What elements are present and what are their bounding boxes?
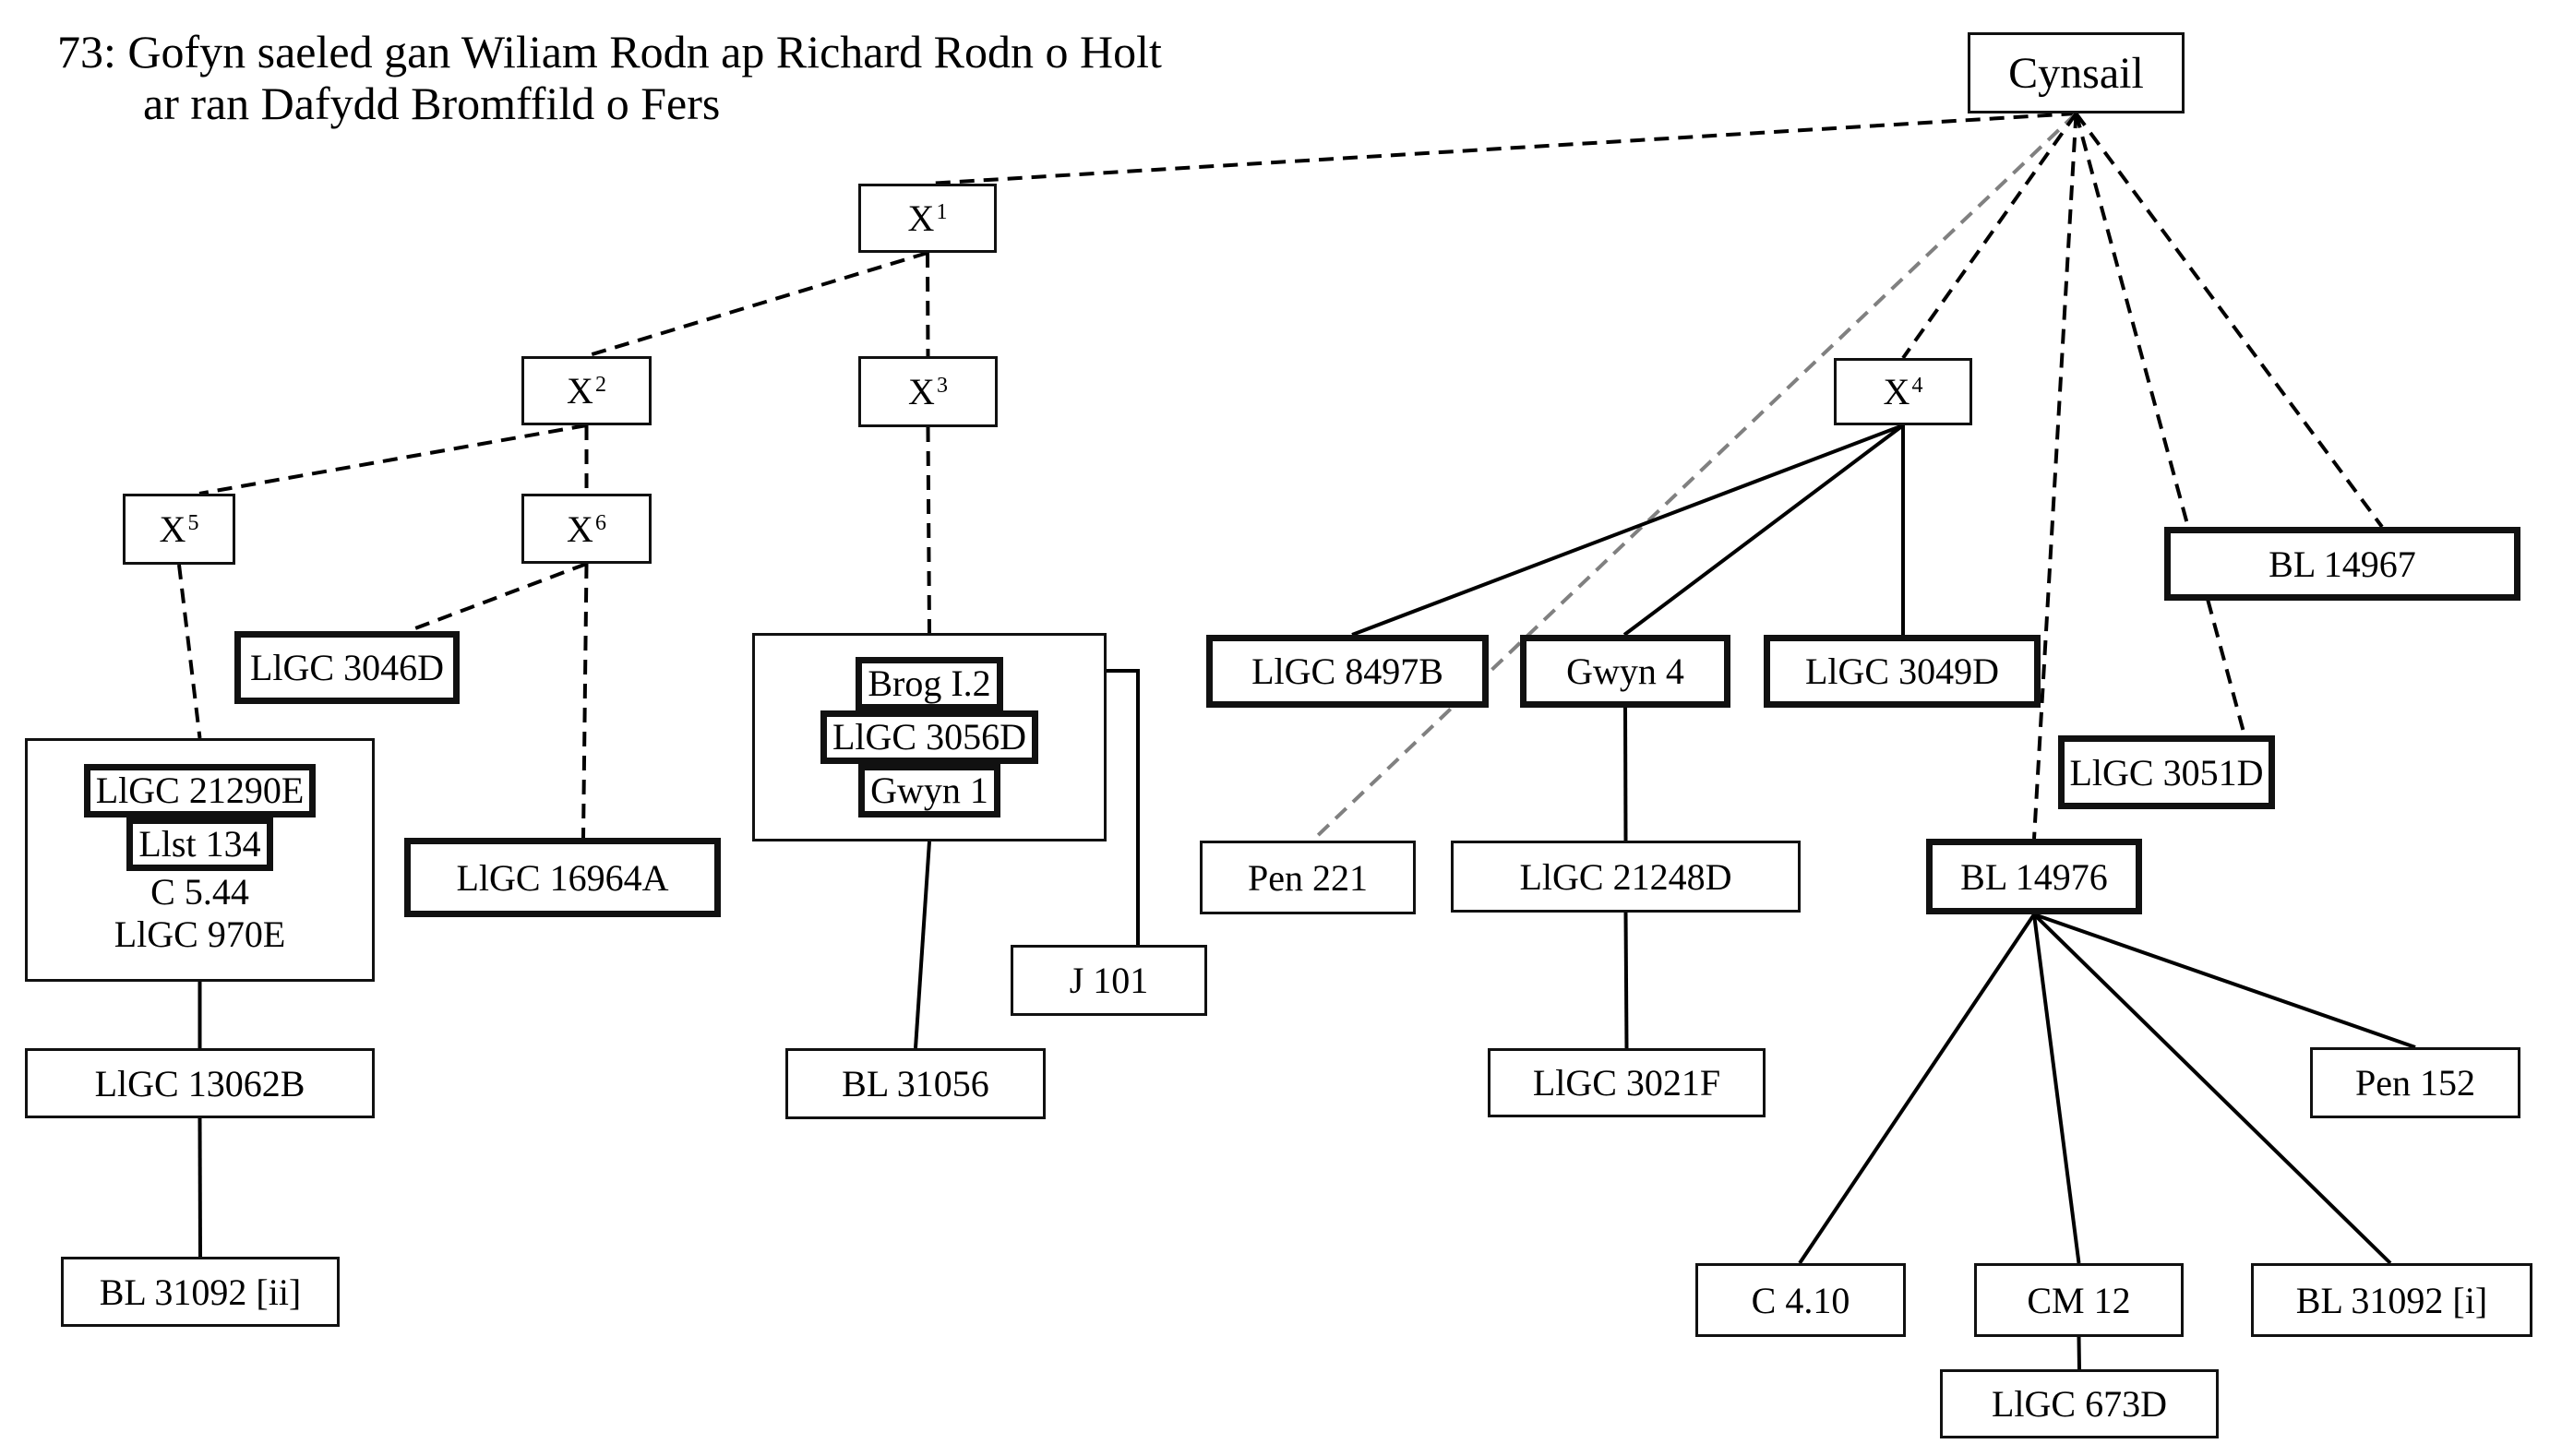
- node-superscript: 3: [936, 374, 948, 398]
- manuscript-label: C 5.44: [145, 871, 255, 913]
- node-label: BL 14967: [2269, 543, 2416, 585]
- node-pen152: Pen 152: [2310, 1047, 2520, 1118]
- node-label: Cynsail: [2008, 48, 2144, 98]
- node-bl14976: BL 14976: [1926, 839, 2142, 914]
- diagram-title-line-2: ar ran Dafydd Bromffild o Fers: [143, 78, 721, 129]
- node-label: LlGC 673D: [1992, 1383, 2167, 1425]
- manuscript-label: LlGC 970E: [108, 913, 292, 956]
- node-bl14967: BL 14967: [2164, 527, 2520, 601]
- node-superscript: 4: [1911, 374, 1923, 398]
- node-label: BL 31056: [842, 1063, 989, 1104]
- edge-cynsail-to-bl14976: [2032, 113, 2078, 840]
- node-llgc673d: LlGC 673D: [1940, 1369, 2219, 1438]
- node-label: X: [908, 371, 935, 412]
- node-label: X: [567, 370, 593, 412]
- manuscript-label: Llst 134: [126, 818, 273, 871]
- edge-x6-to-llgc16964a: [581, 563, 589, 839]
- manuscript-label: LlGC 21290E: [83, 764, 317, 818]
- node-cynsail: Cynsail: [1968, 32, 2185, 113]
- node-llgc3046d: LlGC 3046D: [234, 631, 460, 704]
- edge-cm12-to-llgc673d: [2077, 1336, 2081, 1370]
- node-label: X: [159, 508, 186, 550]
- node-bl31092ii: BL 31092 [ii]: [61, 1257, 340, 1327]
- node-pen221: Pen 221: [1200, 841, 1416, 914]
- node-label: Gwyn 4: [1566, 650, 1684, 692]
- node-superscript: 1: [936, 200, 948, 224]
- edge-group_x3-to-j101: [1107, 669, 1140, 945]
- edge-group_x3-to-bl31056: [914, 841, 931, 1049]
- node-llgc8497b: LlGC 8497B: [1206, 635, 1489, 708]
- node-label: C 4.10: [1751, 1279, 1850, 1321]
- node-label: LlGC 3051D: [2069, 751, 2264, 794]
- node-j101: J 101: [1011, 945, 1207, 1016]
- node-llgc16964a: LlGC 16964A: [404, 838, 721, 917]
- node-llgc3051d: LlGC 3051D: [2058, 735, 2275, 809]
- edge-bl14976-to-cm12: [2032, 913, 2081, 1264]
- node-label: J 101: [1069, 960, 1149, 1001]
- node-gwyn4: Gwyn 4: [1520, 635, 1730, 708]
- edge-x6-to-llgc3046d: [407, 562, 588, 633]
- edge-bl14976-to-c410: [1798, 913, 2036, 1265]
- edge-bl14976-to-bl31092i: [2032, 913, 2392, 1265]
- node-label: LlGC 3021F: [1532, 1062, 1721, 1104]
- node-bl31056: BL 31056: [785, 1048, 1046, 1119]
- node-label: Pen 152: [2355, 1062, 2475, 1104]
- edge-x4-to-gwyn4: [1622, 424, 1905, 637]
- node-label: BL 14976: [1960, 855, 2108, 898]
- node-cm12: CM 12: [1974, 1263, 2184, 1337]
- edge-cynsail-to-x1: [927, 112, 2077, 185]
- node-label: BL 31092 [ii]: [99, 1271, 302, 1313]
- node-label: CM 12: [2027, 1279, 2131, 1321]
- edge-cynsail-to-bl14967: [2074, 112, 2384, 529]
- node-label: LlGC 3049D: [1805, 650, 1999, 692]
- edge-cynsail-to-x4: [1901, 112, 2078, 360]
- node-label: LlGC 8497B: [1251, 650, 1443, 692]
- node-label: LlGC 16964A: [456, 856, 669, 899]
- edge-x3-to-group_x3: [926, 426, 931, 634]
- node-label: Pen 221: [1248, 856, 1368, 899]
- manuscript-label: Gwyn 1: [858, 764, 1000, 818]
- edge-x5-to-group_x5: [177, 564, 202, 739]
- node-label: X: [907, 197, 935, 239]
- node-label: BL 31092 [i]: [2295, 1279, 2488, 1321]
- node-llgc3021f: LlGC 3021F: [1488, 1048, 1766, 1117]
- node-superscript: 2: [594, 373, 606, 397]
- edge-cynsail-to-pen221: [1311, 112, 2077, 842]
- node-llgc3049d: LlGC 3049D: [1764, 635, 2041, 708]
- node-bl31092i: BL 31092 [i]: [2251, 1263, 2532, 1337]
- node-c410: C 4.10: [1695, 1263, 1906, 1337]
- edge-bl14976-to-pen152: [2033, 913, 2416, 1049]
- node-label: X: [567, 507, 593, 550]
- edge-x1-to-x2: [585, 251, 928, 358]
- edge-llgc13062b-to-bl31092ii: [198, 1117, 202, 1258]
- edge-gwyn4-to-llgc21248d: [1623, 707, 1628, 841]
- node-superscript: 5: [187, 511, 199, 535]
- node-label: LlGC 21248D: [1519, 855, 1732, 898]
- manuscript-label: Brog I.2: [856, 657, 1003, 710]
- node-llgc13062b: LlGC 13062B: [25, 1048, 375, 1118]
- node-label: X: [1883, 371, 1910, 412]
- manuscript-label: LlGC 3056D: [820, 710, 1038, 764]
- diagram-title-line-1: 73: Gofyn saeled gan Wiliam Rodn ap Rich…: [57, 26, 1162, 78]
- node-llgc21248d: LlGC 21248D: [1451, 841, 1801, 913]
- edge-cynsail-to-llgc3051d: [2074, 113, 2246, 736]
- node-label: LlGC 13062B: [94, 1062, 305, 1104]
- node-label: LlGC 3046D: [250, 647, 444, 688]
- edge-llgc21248d-to-llgc3021f: [1623, 912, 1629, 1049]
- node-superscript: 6: [594, 510, 606, 535]
- edge-x4-to-llgc8497b: [1351, 424, 1904, 637]
- edge-x2-to-x5: [198, 424, 587, 495]
